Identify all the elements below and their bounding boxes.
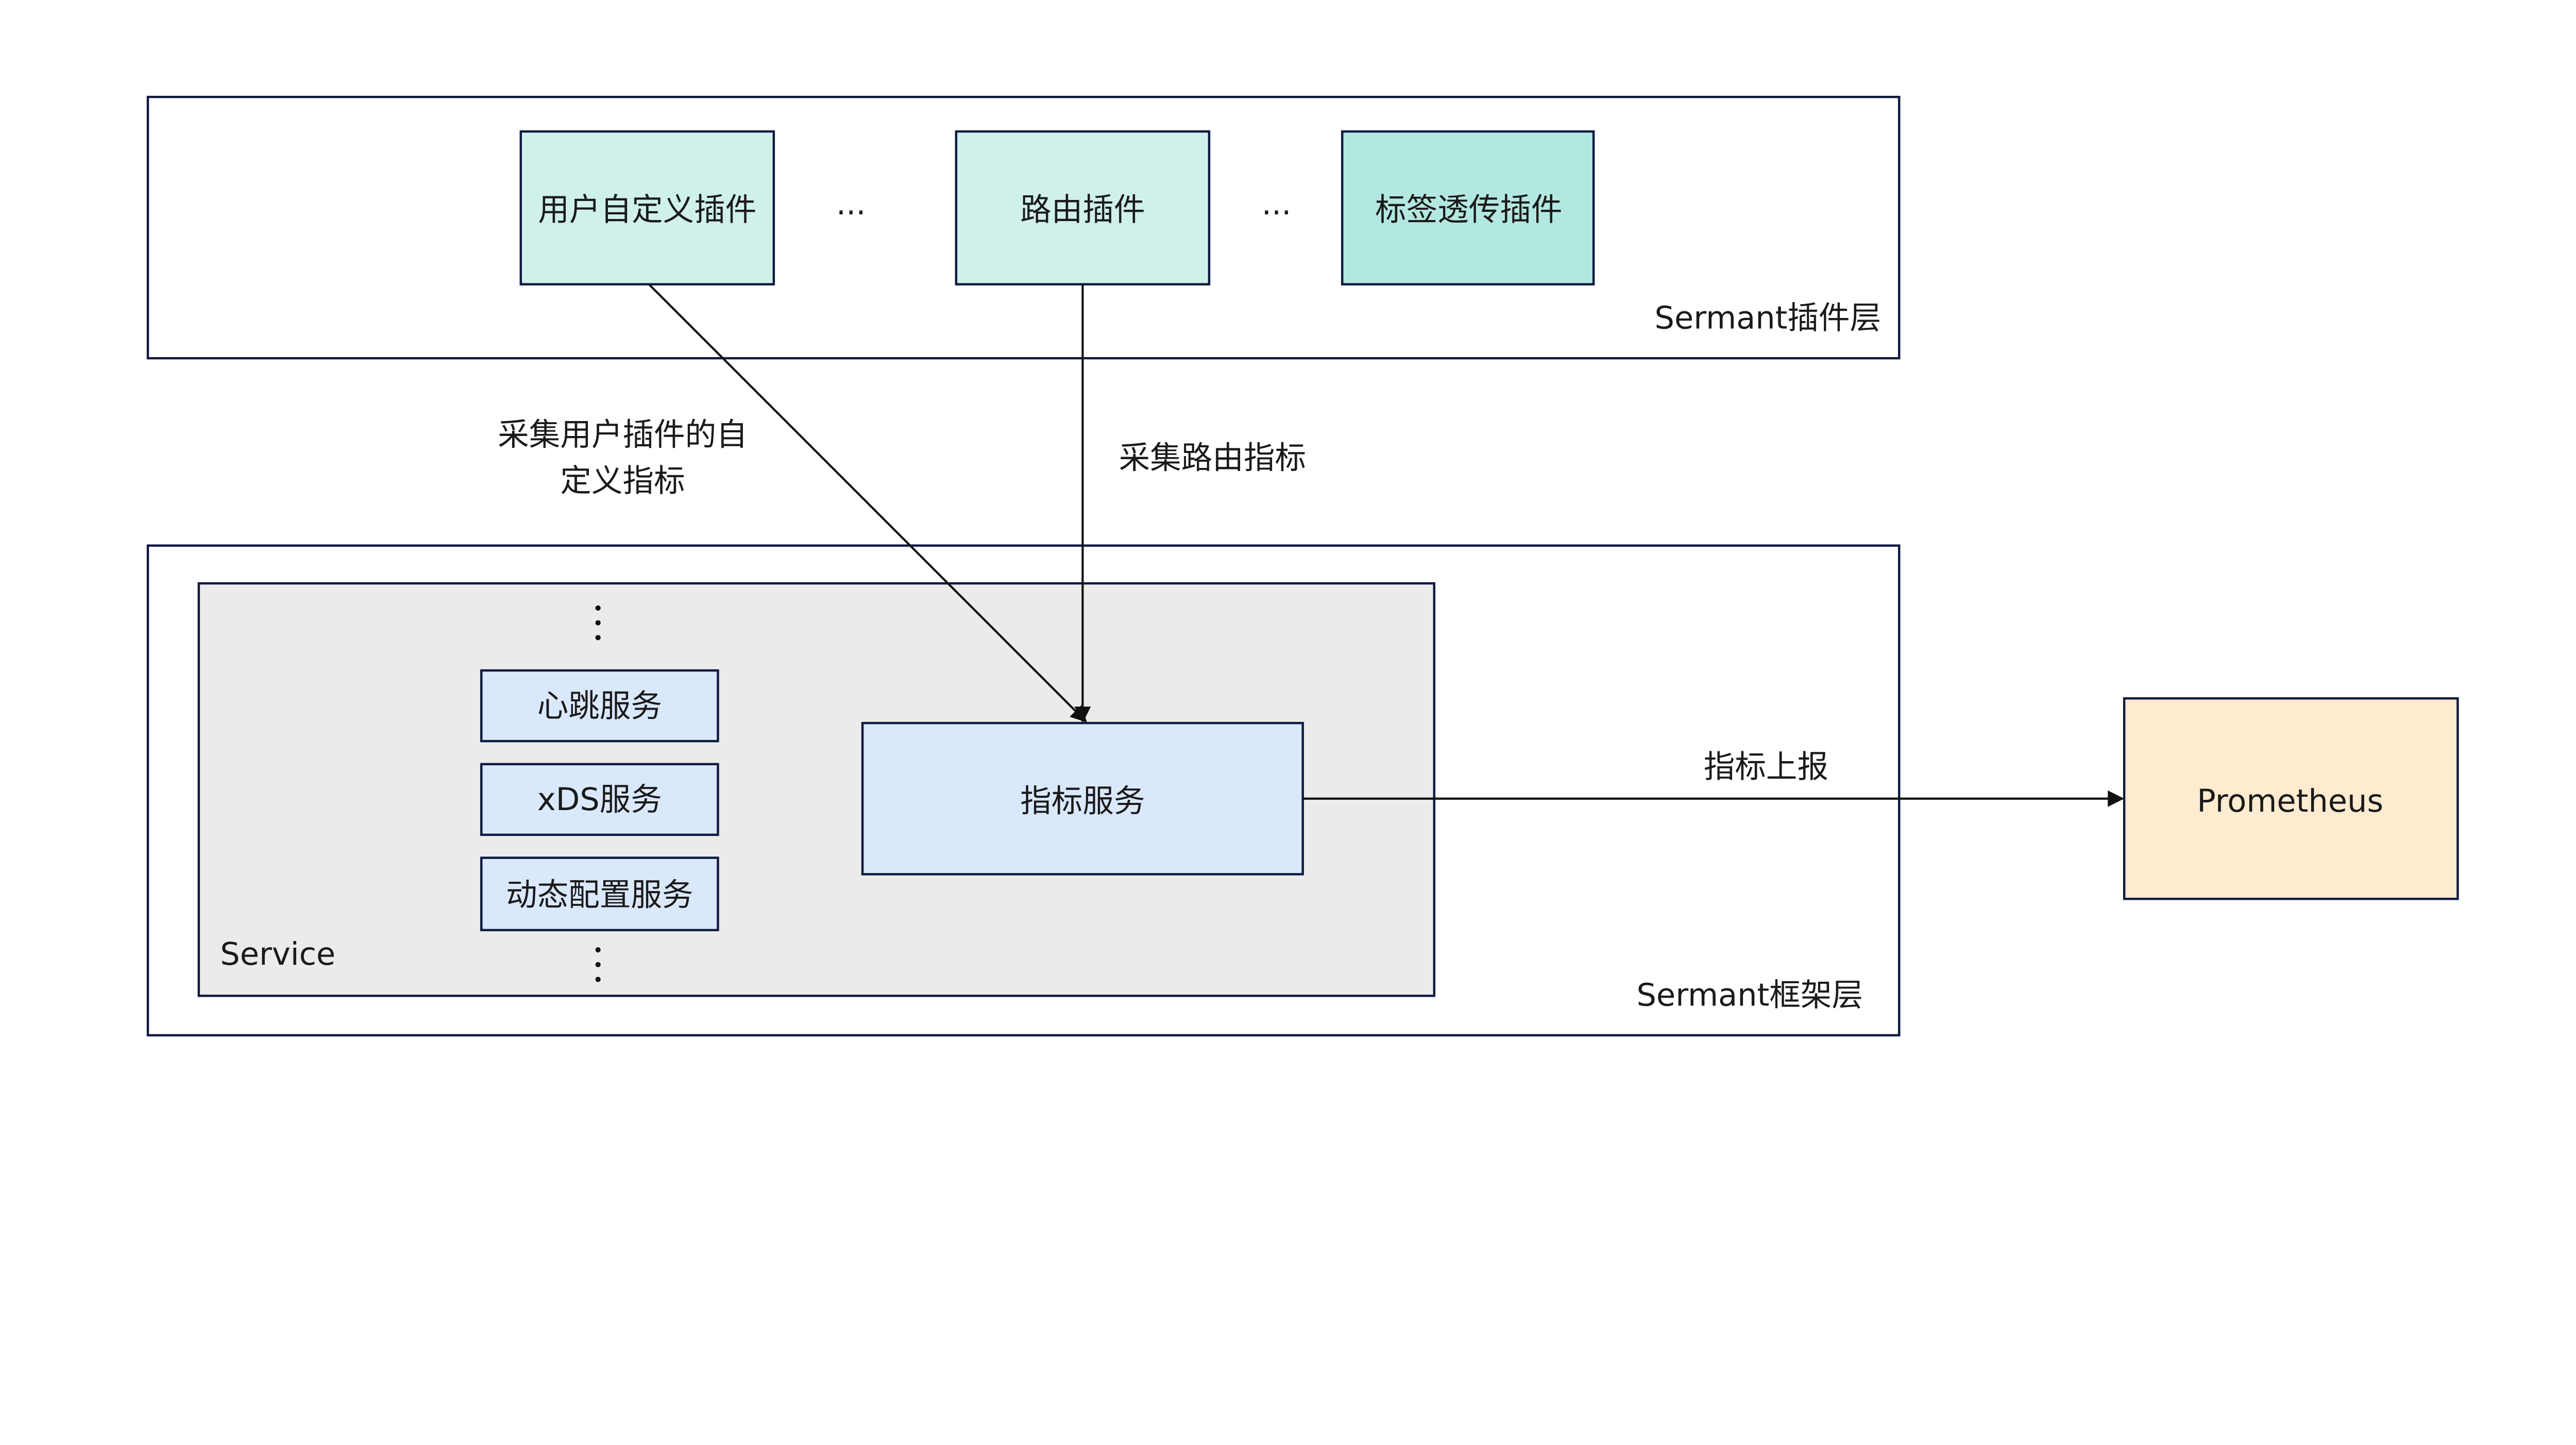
framework-layer-label: Sermant框架层 (1636, 978, 1863, 1014)
plugin-tag-box (1341, 130, 1595, 285)
xds-service[interactable]: xDS服务 (480, 763, 719, 836)
plugin-tag-label: 标签透传插件 (1375, 192, 1562, 228)
plugin-route[interactable]: 路由插件 (955, 130, 1211, 285)
plugin-custom[interactable]: 用户自定义插件 (519, 130, 775, 285)
plugin-layer: Sermant插件层 用户自定义插件 ··· 路由插件 ··· 标签透传插件 (146, 95, 1901, 360)
prometheus-label: Prometheus (2197, 783, 2383, 819)
heartbeat-service-label: 心跳服务 (537, 688, 662, 724)
service-label: Service (220, 936, 335, 972)
edge-label-report: 指标上报 (1704, 749, 1828, 785)
metrics-service-label: 指标服务 (1020, 783, 1145, 819)
edge-label-custom-2: 定义指标 (560, 463, 685, 499)
edge-label-route: 采集路由指标 (1119, 440, 1306, 476)
dynamic-config-service[interactable]: 动态配置服务 (480, 856, 719, 932)
dynamic-config-service-label: 动态配置服务 (506, 877, 693, 913)
metrics-service-box (861, 721, 1304, 876)
plugin-layer-label: Sermant插件层 (1655, 300, 1882, 337)
xds-service-box (480, 763, 719, 836)
heartbeat-service[interactable]: 心跳服务 (480, 669, 719, 743)
heartbeat-service-box (480, 669, 719, 743)
plugin-route-box (955, 130, 1211, 285)
metrics-service[interactable]: 指标服务 (861, 721, 1304, 876)
architecture-diagram: Sermant插件层 用户自定义插件 ··· 路由插件 ··· 标签透传插件 S… (146, 95, 2459, 1037)
plugin-tag-transmission[interactable]: 标签透传插件 (1341, 130, 1595, 285)
xds-service-label: xDS服务 (537, 782, 662, 818)
framework-layer: Sermant框架层 Service 心跳服务 xDS服务 动态配置服务 指标服… (146, 544, 1901, 1037)
edge-label-custom-1: 采集用户插件的自 (498, 417, 748, 453)
dynamic-config-service-box (480, 856, 719, 932)
plugin-custom-label: 用户自定义插件 (538, 192, 756, 228)
edge-custom-to-metrics (648, 283, 1088, 723)
ellipsis-2: ··· (1262, 195, 1292, 231)
ellipsis-1: ··· (836, 195, 866, 231)
vertical-dots-top (595, 605, 601, 641)
plugin-custom-box (519, 130, 775, 285)
prometheus-box (2123, 697, 2459, 900)
vertical-dots-bottom (595, 947, 601, 982)
prometheus[interactable]: Prometheus (2123, 697, 2459, 900)
plugin-route-label: 路由插件 (1020, 192, 1145, 228)
